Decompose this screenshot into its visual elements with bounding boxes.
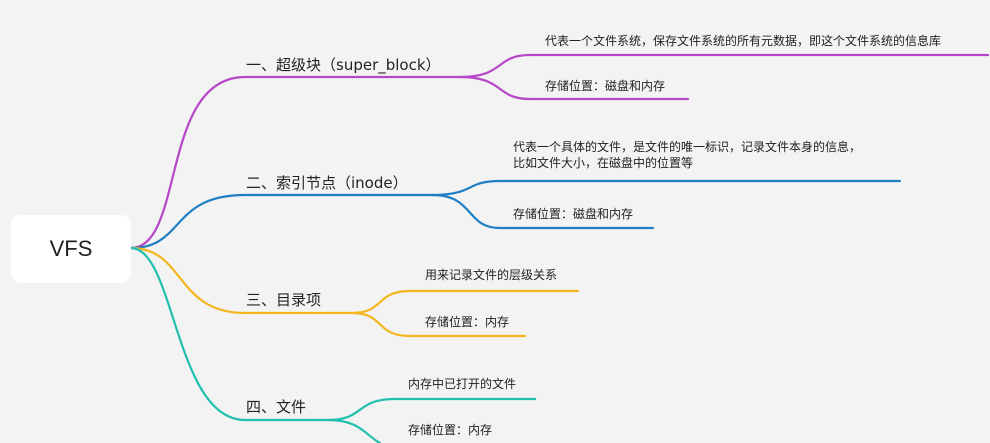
connector-leaf-3-1 xyxy=(350,289,580,315)
leaf-file-storage: 存储位置：内存 xyxy=(408,423,493,437)
leaf-superblock-storage: 存储位置：磁盘和内存 xyxy=(545,79,666,93)
connector-leaf-2-2 xyxy=(430,193,655,230)
leaf-inode-storage: 存储位置：磁盘和内存 xyxy=(513,207,634,221)
connector-leaf-3-2 xyxy=(350,311,527,338)
connector-branch-1 xyxy=(129,75,462,250)
leaf-file-description: 内存中已打开的文件 xyxy=(408,377,517,391)
connector-leaf-1-2 xyxy=(458,75,690,101)
connector-branch-3 xyxy=(129,246,354,315)
connector-branch-4 xyxy=(129,246,330,422)
branch-inode-label: 二、索引节点（inode） xyxy=(246,174,408,192)
root-node-vfs: VFS xyxy=(11,215,131,283)
leaf-dentry-description: 用来记录文件的层级关系 xyxy=(425,268,558,282)
leaf-inode-description-line-1: 代表一个具体的文件，是文件的唯一标识，记录文件本身的信息， xyxy=(513,140,862,154)
connector-leaf-2-1 xyxy=(430,179,902,197)
leaf-dentry-storage: 存储位置：内存 xyxy=(425,315,510,329)
branch-dentry-label: 三、目录项 xyxy=(246,291,322,309)
connector-branch-2 xyxy=(129,193,434,250)
leaf-superblock-description: 代表一个文件系统，保存文件系统的所有元数据，即这个文件系统的信息库 xyxy=(545,34,942,48)
leaf-inode-description-line-2: 比如文件大小，在磁盘中的位置等 xyxy=(513,155,694,170)
connector-leaf-4-2 xyxy=(326,418,382,443)
connector-leaf-4-1 xyxy=(326,397,537,422)
branch-superblock-label: 一、超级块（super_block） xyxy=(246,56,441,74)
branch-file-label: 四、文件 xyxy=(246,398,307,416)
connector-leaf-1-1 xyxy=(458,53,990,79)
leaf-inode-description: 代表一个具体的文件，是文件的唯一标识，记录文件本身的信息， 比如文件大小，在磁盘… xyxy=(513,140,861,171)
